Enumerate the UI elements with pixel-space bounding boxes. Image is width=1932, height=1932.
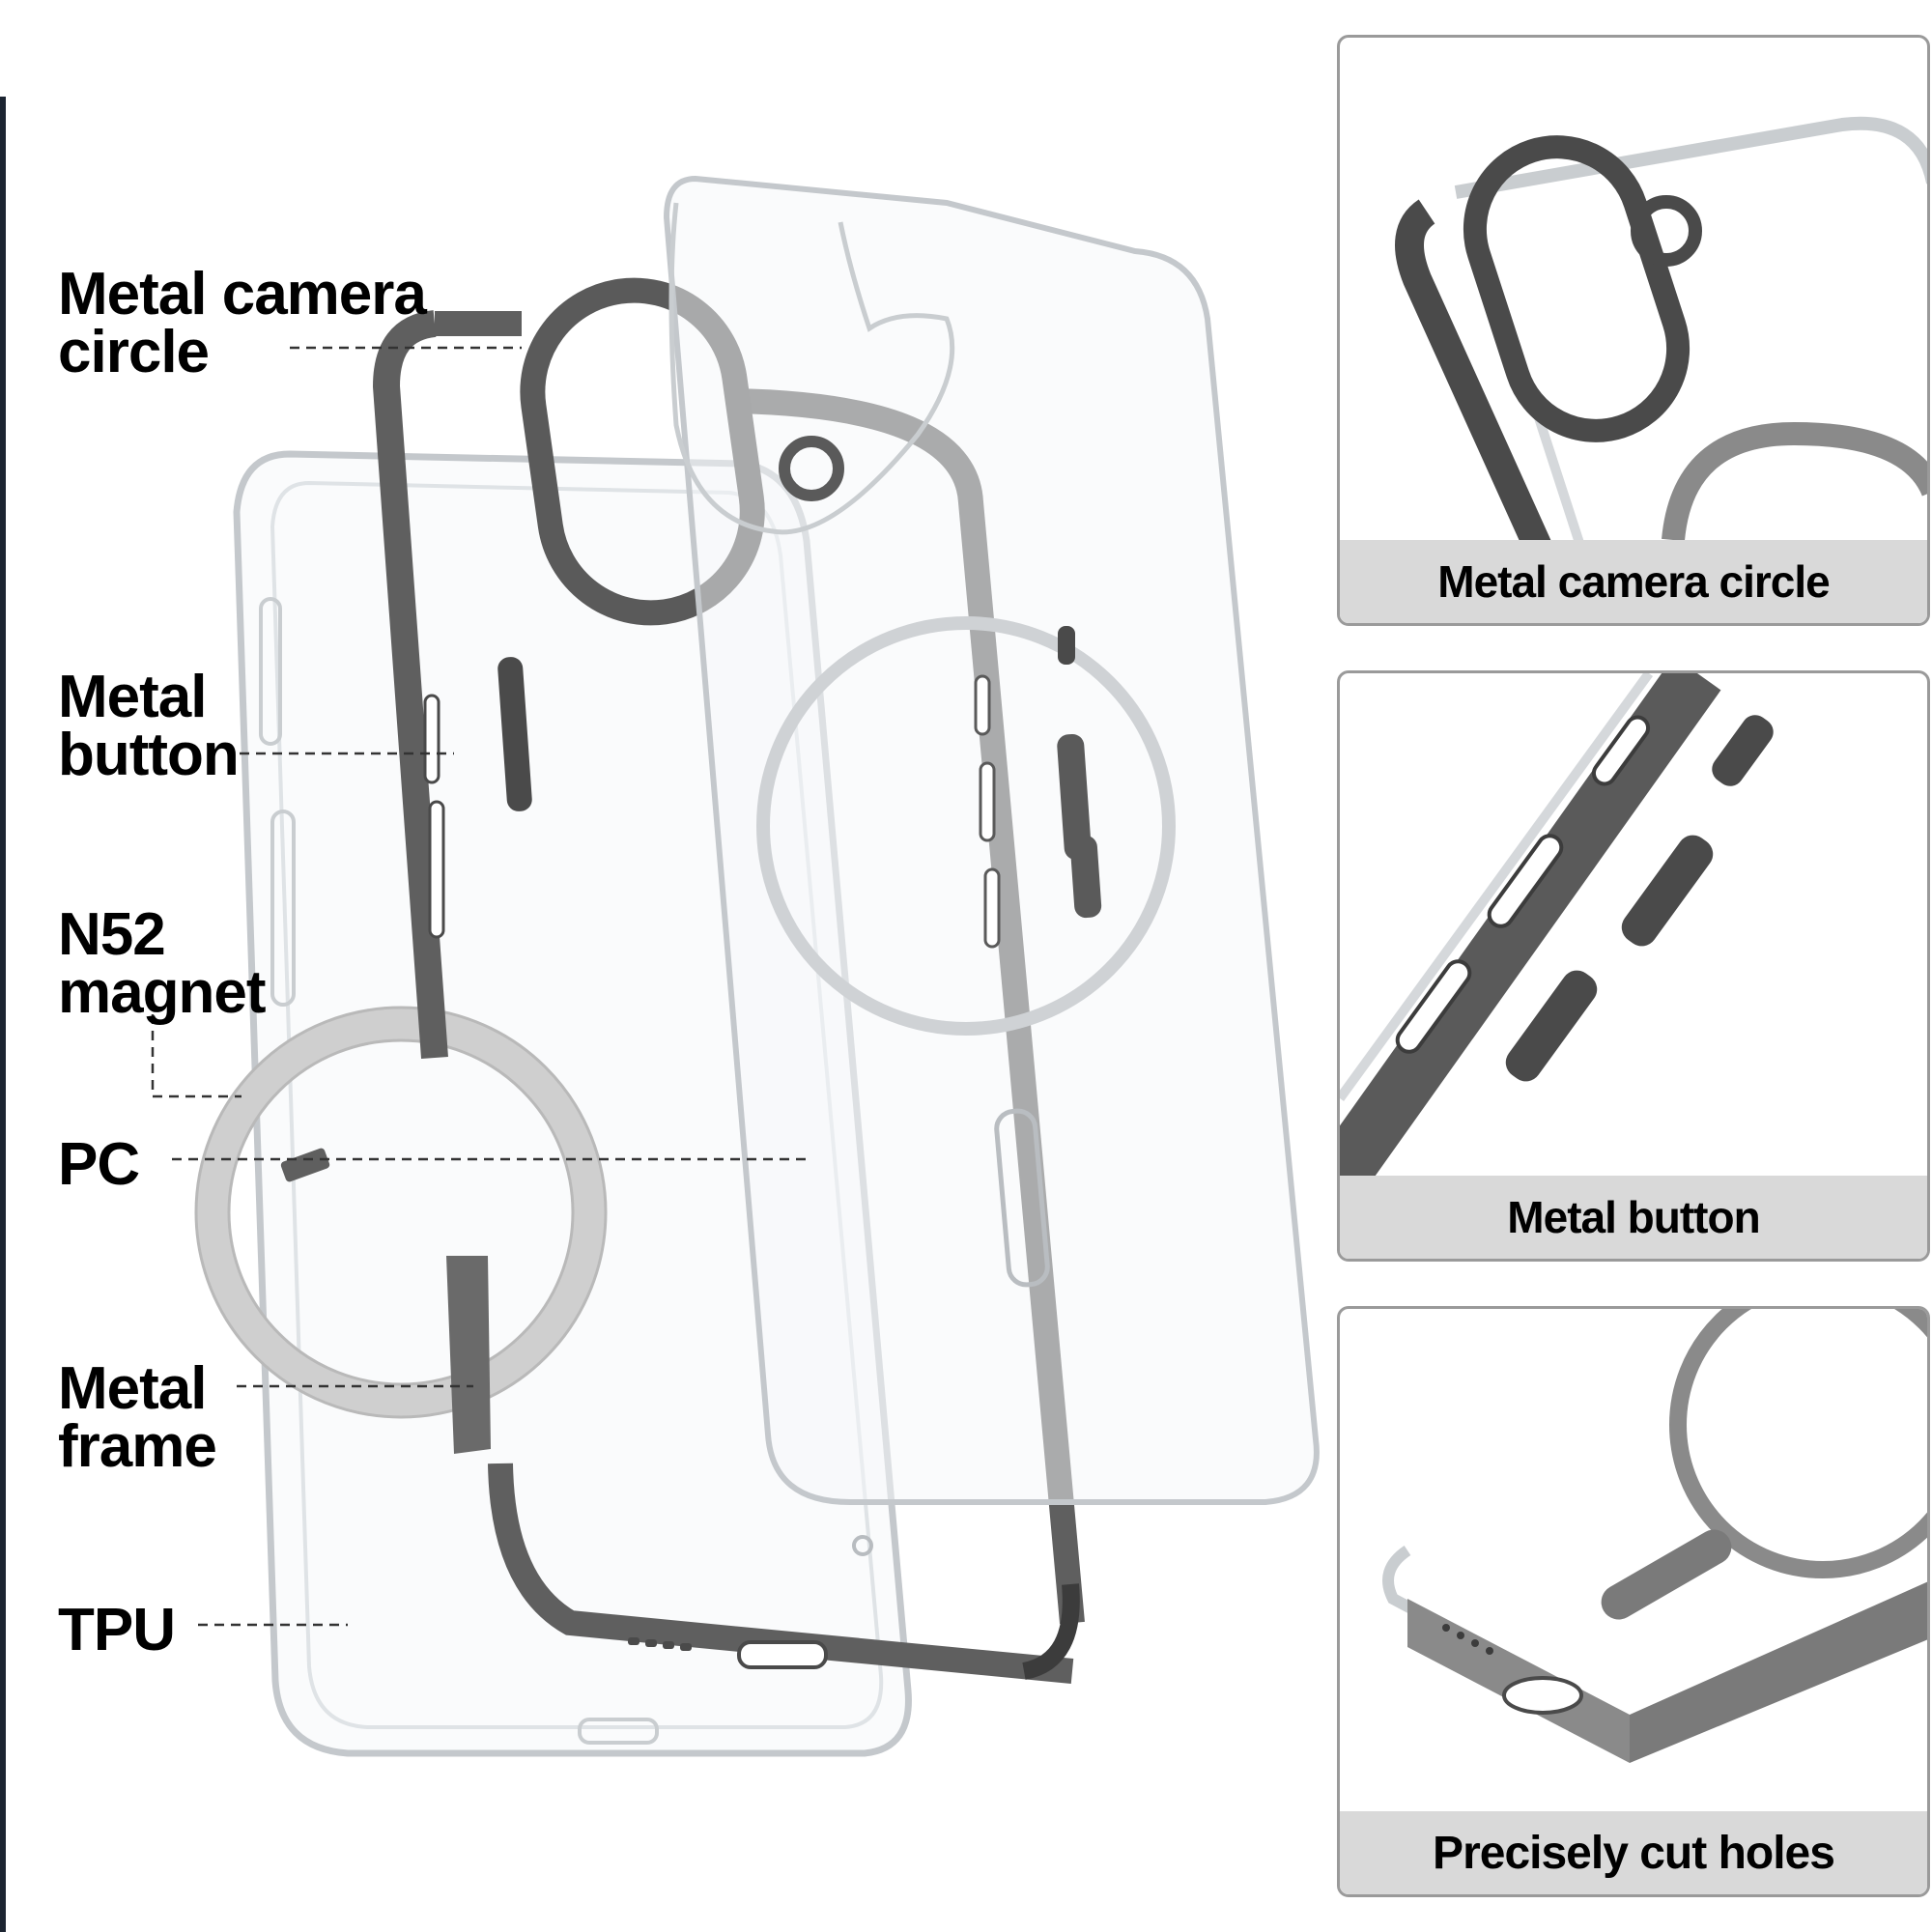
callout-leaders	[151, 346, 811, 1627]
left-edge-strip	[0, 0, 6, 1932]
camera-circle-detail-image	[1395, 116, 1927, 585]
leader-n52-magnet	[151, 1014, 242, 1098]
panel-camera-circle-detail: Metal camera circle	[1337, 35, 1930, 626]
label-metal-button: Metal button	[58, 664, 240, 788]
panel-metal-button-detail: Metal button	[1337, 670, 1930, 1262]
label-metal-camera-circle: Metal camera circle	[58, 261, 427, 385]
label-pc: PC	[58, 1131, 140, 1198]
label-metal-frame: Metal frame	[58, 1355, 217, 1480]
label-tpu: TPU	[58, 1597, 176, 1663]
caption-bar: Metal button	[1340, 1176, 1927, 1259]
metal-button-detail-image	[1340, 673, 1774, 1193]
caption-metal-button: Metal button	[1507, 1192, 1760, 1242]
n52-magnet-ring	[194, 1006, 608, 1419]
caption-bar: Metal camera circle	[1340, 540, 1927, 623]
panel-cut-holes-detail: Precisely cut holes	[1337, 1306, 1930, 1897]
cut-holes-detail-image	[1382, 1309, 1927, 1763]
caption-precisely-cut-holes: Precisely cut holes	[1433, 1827, 1835, 1879]
pc-layer	[663, 175, 1320, 1505]
label-n52-magnet: N52 magnet	[58, 901, 266, 1026]
caption-metal-camera-circle: Metal camera circle	[1437, 556, 1830, 607]
caption-bar: Precisely cut holes	[1340, 1811, 1927, 1894]
